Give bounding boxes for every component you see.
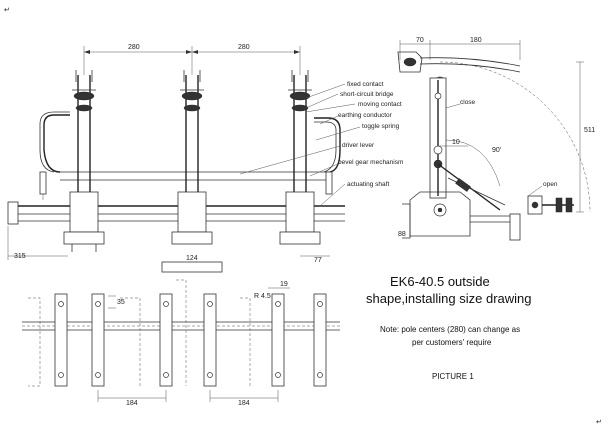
callout-moving-contact: moving contact	[358, 101, 402, 108]
note-line-2: per customers' require	[412, 338, 492, 347]
dim-top-right: 180	[470, 37, 482, 44]
angle-label: 90'	[492, 147, 501, 154]
label-open: open	[543, 181, 558, 188]
pole-middle	[171, 70, 213, 245]
pole-left	[39, 70, 105, 252]
dim-width: 19	[280, 281, 288, 288]
callout-driver-lever: driver lever	[342, 142, 375, 149]
corner-mark-top: ↵	[4, 7, 10, 14]
dim-pole-spacing-right: 280	[238, 44, 250, 51]
dim-base: 88	[398, 231, 406, 238]
dim-center-right: 184	[238, 400, 250, 407]
dim-height: 511	[584, 127, 595, 134]
dim-right-end: 77	[314, 257, 322, 264]
pole-right	[279, 70, 341, 245]
dim-slot: 35	[117, 299, 125, 306]
callout-short-circuit-bridge: short-circuit bridge	[340, 91, 394, 98]
dim-lever: 10	[452, 139, 460, 146]
front-view: 280 280	[7, 44, 361, 273]
dim-pole-spacing-left: 280	[128, 44, 140, 51]
callout-actuating-shaft: actuating shaft	[347, 181, 389, 188]
corner-mark-bottom: ↵	[596, 419, 602, 426]
open-mechanism: open	[527, 181, 574, 215]
callout-fixed-contact: fixed contact	[347, 81, 384, 88]
dim-radius: R 4.5	[254, 293, 271, 300]
dim-left-extension: 315	[14, 253, 26, 260]
callout-bevel-gear-mechanism: bevel gear mechanism	[338, 159, 403, 166]
note-line-1: Note: pole centers (280) can change as	[380, 325, 520, 334]
title-line-1: EK6-40.5 outside	[390, 274, 490, 289]
dim-center-left: 184	[126, 400, 138, 407]
label-close: close	[460, 99, 476, 106]
dim-top-left: 70	[416, 37, 424, 44]
callout-earthing-conductor: earthing conductor	[338, 112, 393, 119]
plan-view: 35 R 4.5 19 184 184	[22, 279, 340, 407]
callout-toggle-spring: toggle spring	[362, 123, 400, 130]
side-view: 70 180 511 90' 10 close	[397, 37, 595, 241]
picture-label: PICTURE 1	[432, 372, 474, 381]
dim-base-width: 124	[186, 255, 198, 262]
title-line-2: shape,installing size drawing	[366, 291, 531, 306]
